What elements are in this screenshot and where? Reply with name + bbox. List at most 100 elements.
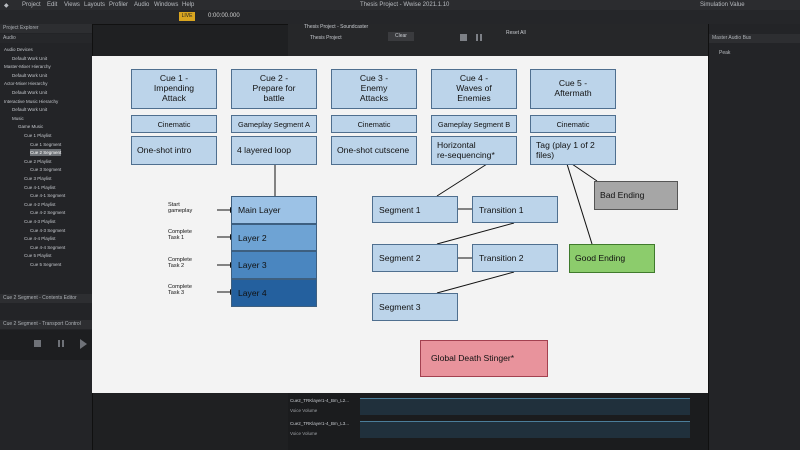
cue-4-title: Cue 4 - Waves of Enemies xyxy=(431,69,517,109)
tree-item[interactable]: Master-Mixer Hierarchy xyxy=(4,64,51,70)
window-title: Thesis Project - Wwise 2021.1.10 xyxy=(360,2,450,8)
tree-item[interactable]: Cue 1 Segment xyxy=(30,141,62,147)
step-complete-task-1: Complete Task 1 xyxy=(168,229,192,242)
transition-1: Transition 1 xyxy=(472,196,558,223)
cue-2-type: Gameplay Segment A xyxy=(231,115,317,133)
peak-label: Peak xyxy=(719,50,731,56)
tree-item[interactable]: Cue 4-3 Segment xyxy=(30,227,66,233)
tree-item[interactable]: Game Music xyxy=(18,124,44,130)
reset-all-button[interactable]: Reset All xyxy=(506,30,526,36)
tree-item[interactable]: Cue 3 Segment xyxy=(30,167,62,173)
bad-ending: Bad Ending xyxy=(594,181,678,210)
menu-layouts[interactable]: Layouts xyxy=(84,2,106,8)
tree-item[interactable]: Actor-Mixer Hierarchy xyxy=(4,81,48,87)
tree-item[interactable]: Default Work Unit xyxy=(12,55,48,61)
layer-3: Layer 3 xyxy=(231,251,317,279)
cue-1-description: One-shot intro xyxy=(131,136,217,165)
tree-item[interactable]: Cue 4-1 Segment xyxy=(30,193,66,199)
layer-2: Layer 2 xyxy=(231,224,317,251)
tree-item[interactable]: Music xyxy=(12,115,24,121)
tree-item[interactable]: Cue 2 Playlist xyxy=(24,158,52,164)
tree-item[interactable]: Cue 4-4 Playlist xyxy=(24,236,56,242)
step-start-gameplay: Start gameplay xyxy=(168,202,193,215)
segment-2: Segment 2 xyxy=(372,244,458,272)
cue-5-title: Cue 5 - Aftermath xyxy=(530,69,616,109)
tree-item[interactable]: Cue 4-4 Segment xyxy=(30,244,66,250)
tab-audio[interactable]: Audio xyxy=(3,35,16,41)
simulation-value: Simulation Value xyxy=(700,2,745,8)
tree-item[interactable]: Cue 4-2 Playlist xyxy=(24,201,56,207)
cue-5-description: Tag (play 1 of 2 files) xyxy=(530,136,616,165)
menu-project[interactable]: Project xyxy=(22,2,41,8)
cue-1-title: Cue 1 - Impending Attack xyxy=(131,69,217,109)
transport-control-header: Cue 2 Segment - Transport Control xyxy=(0,320,92,329)
menu-bar: ◆ Project Edit Views Layouts Profiler Au… xyxy=(0,0,800,10)
cue-1-type: Cinematic xyxy=(131,115,217,133)
master-audio-bus-panel: Master Audio Bus Peak xyxy=(708,24,800,450)
global-death-stinger: Global Death Stinger* xyxy=(420,340,548,377)
cue-3-description: One-shot cutscene xyxy=(331,136,417,165)
track-voice-volume-2: Voice Volume xyxy=(290,431,318,436)
tree-item[interactable]: Cue 1 Playlist xyxy=(24,133,52,138)
play-icon[interactable] xyxy=(80,339,87,349)
tree-item[interactable]: Cue 4-3 Playlist xyxy=(24,219,56,224)
track-voice-volume-1: Voice Volume xyxy=(290,408,318,413)
live-button[interactable]: LIVE xyxy=(179,12,195,21)
time-display: 0:00:00.000 xyxy=(208,13,240,19)
tree-item[interactable]: Default Work Unit xyxy=(12,107,48,113)
menu-views[interactable]: Views xyxy=(64,2,80,8)
pause-icon[interactable] xyxy=(476,34,478,41)
tree-item[interactable]: Audio Devices xyxy=(4,47,33,52)
menu-windows[interactable]: Windows xyxy=(154,2,179,8)
tree-item[interactable]: Default Work Unit xyxy=(12,72,48,78)
track-name-1[interactable]: Cue2_TRKlayer1-4_Bm_L2... xyxy=(290,398,350,403)
transport-controls xyxy=(0,330,92,360)
contents-editor-header: Cue 2 Segment - Contents Editor xyxy=(0,294,92,303)
toolbar: LIVE 0:00:00.000 xyxy=(0,10,800,25)
project-explorer-tabs: Audio xyxy=(0,34,92,43)
track-waveform-1 xyxy=(360,398,690,415)
soundcaster-subtitle: Thesis Project xyxy=(310,35,342,41)
tree-item[interactable]: Cue 5 Playlist xyxy=(24,253,52,259)
tree-item[interactable]: Cue 3 Playlist xyxy=(24,176,52,181)
menu-profiler[interactable]: Profiler xyxy=(109,2,129,8)
tree-item[interactable]: Cue 4-2 Segment xyxy=(30,210,66,216)
master-audio-bus-header: Master Audio Bus xyxy=(709,34,800,43)
layer-main: Main Layer xyxy=(231,196,317,224)
cue-4-description: Horizontal re-sequencing* xyxy=(431,136,517,165)
track-name-2[interactable]: Cue2_TRKlayer1-4_Bm_L3... xyxy=(290,421,350,426)
cue-4-type: Gameplay Segment B xyxy=(431,115,517,133)
stop-icon[interactable] xyxy=(34,340,41,347)
menu-audio[interactable]: Audio xyxy=(134,2,150,8)
segment-3: Segment 3 xyxy=(372,293,458,321)
app-logo-icon[interactable]: ◆ xyxy=(4,3,9,9)
tree-item[interactable]: Interactive Music Hierarchy xyxy=(4,98,59,104)
tree-item[interactable]: Cue 2 Segment xyxy=(30,149,62,157)
clear-button[interactable]: Clear xyxy=(388,32,414,41)
stop-icon[interactable] xyxy=(460,34,467,41)
cue-2-description: 4 layered loop xyxy=(231,136,317,165)
layer-4: Layer 4 xyxy=(231,279,317,307)
music-structure-diagram: Cue 1 - Impending Attack Cue 2 - Prepare… xyxy=(92,56,708,393)
tree-item[interactable]: Cue 5 Segment xyxy=(30,262,62,267)
cue-3-type: Cinematic xyxy=(331,115,417,133)
step-complete-task-3: Complete Task 3 xyxy=(168,284,192,297)
step-complete-task-2: Complete Task 2 xyxy=(168,257,192,270)
transition-2: Transition 2 xyxy=(472,244,558,272)
good-ending: Good Ending xyxy=(569,244,655,273)
project-explorer-header: Project Explorer xyxy=(0,24,92,33)
track-area: Cue2_TRKlayer1-4_Bm_L2... Voice Volume C… xyxy=(288,393,708,450)
pause-icon[interactable] xyxy=(58,340,60,347)
soundcaster-tab[interactable]: Thesis Project - Soundcaster xyxy=(304,24,369,30)
segment-1: Segment 1 xyxy=(372,196,458,223)
tree-item[interactable]: Cue 4-1 Playlist xyxy=(24,184,56,190)
menu-help[interactable]: Help xyxy=(182,2,195,8)
soundcaster-panel: Thesis Project - Soundcaster Thesis Proj… xyxy=(288,24,708,56)
track-waveform-2 xyxy=(360,421,690,438)
menu-edit[interactable]: Edit xyxy=(47,2,58,8)
cue-2-title: Cue 2 - Prepare for battle xyxy=(231,69,317,109)
cue-3-title: Cue 3 - Enemy Attacks xyxy=(331,69,417,109)
tree-item[interactable]: Default Work Unit xyxy=(12,90,48,95)
cue-5-type: Cinematic xyxy=(530,115,616,133)
